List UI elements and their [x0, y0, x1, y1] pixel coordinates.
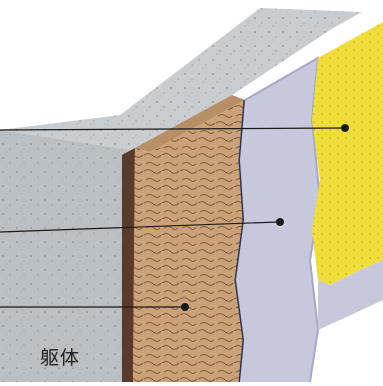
paint-edge-layer: [122, 148, 135, 382]
marker-insulation: [341, 124, 349, 132]
structure-label: 躯体: [40, 343, 80, 370]
marker-membrane: [276, 218, 284, 226]
marker-foam: [181, 303, 189, 311]
